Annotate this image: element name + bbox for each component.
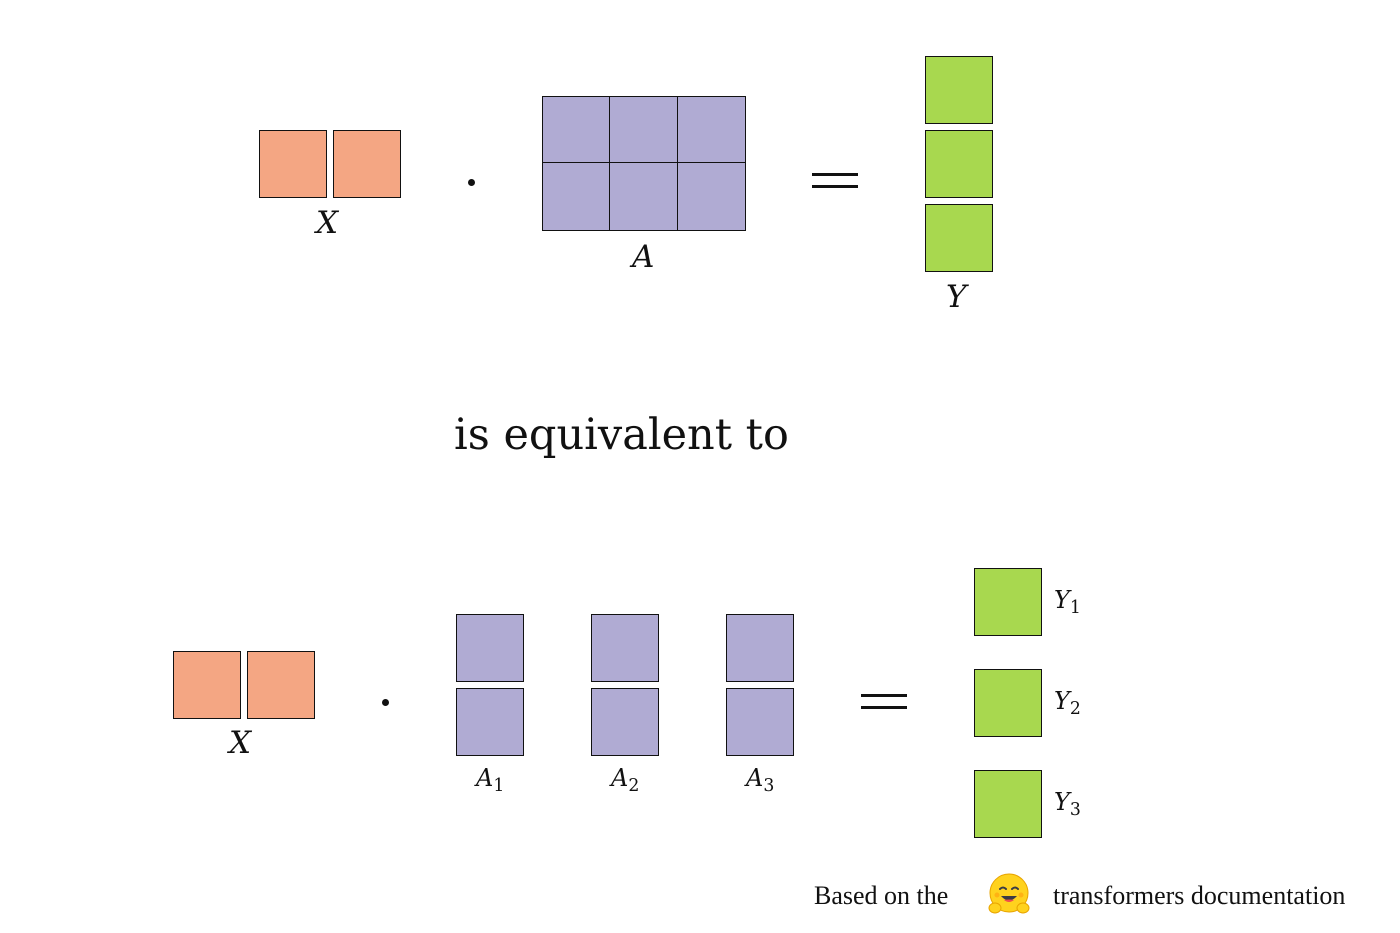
y3-block-label: Y3 bbox=[1054, 788, 1081, 821]
multiply-dot-icon bbox=[468, 179, 475, 186]
a1-block-cell bbox=[456, 614, 524, 682]
hugging-face-emoji-icon bbox=[988, 873, 1030, 914]
y2-block-cell bbox=[974, 669, 1042, 737]
a3-block-cell bbox=[726, 614, 794, 682]
y-matrix-cell bbox=[925, 56, 993, 124]
a1-block-label: A1 bbox=[476, 764, 505, 797]
x-matrix-cell bbox=[259, 130, 327, 198]
a-matrix-label: A bbox=[632, 239, 655, 275]
a1-block-cell bbox=[456, 688, 524, 756]
y-matrix-cell bbox=[925, 204, 993, 272]
y2-block-label: Y2 bbox=[1054, 687, 1081, 720]
y-matrix-label: Y bbox=[946, 279, 967, 315]
a-matrix-cell bbox=[609, 96, 679, 164]
a3-block-label: A3 bbox=[746, 764, 775, 797]
a-matrix-cell bbox=[609, 162, 679, 231]
a2-block-label: A2 bbox=[611, 764, 640, 797]
credit-suffix: transformers documentation bbox=[1053, 881, 1346, 910]
credit-prefix: Based on the bbox=[814, 881, 949, 910]
a-matrix-cell bbox=[677, 96, 746, 164]
a-matrix-cell bbox=[542, 162, 611, 231]
a-matrix-cell bbox=[542, 96, 611, 164]
x-matrix-cell bbox=[247, 651, 315, 719]
a2-block-cell bbox=[591, 614, 659, 682]
equals-sign-icon bbox=[861, 694, 907, 709]
y3-block-cell bbox=[974, 770, 1042, 838]
x-matrix-cell bbox=[173, 651, 241, 719]
x-matrix-label: X bbox=[316, 205, 339, 241]
y-matrix-cell bbox=[925, 130, 993, 198]
y1-block-label: Y1 bbox=[1054, 586, 1081, 619]
y1-block-cell bbox=[974, 568, 1042, 636]
equivalence-phrase: is equivalent to bbox=[454, 410, 789, 460]
a-matrix-cell bbox=[677, 162, 746, 231]
x-matrix-label: X bbox=[229, 725, 252, 761]
a2-block-cell bbox=[591, 688, 659, 756]
equals-sign-icon bbox=[812, 173, 858, 188]
a3-block-cell bbox=[726, 688, 794, 756]
multiply-dot-icon bbox=[382, 699, 389, 706]
x-matrix-cell bbox=[333, 130, 401, 198]
